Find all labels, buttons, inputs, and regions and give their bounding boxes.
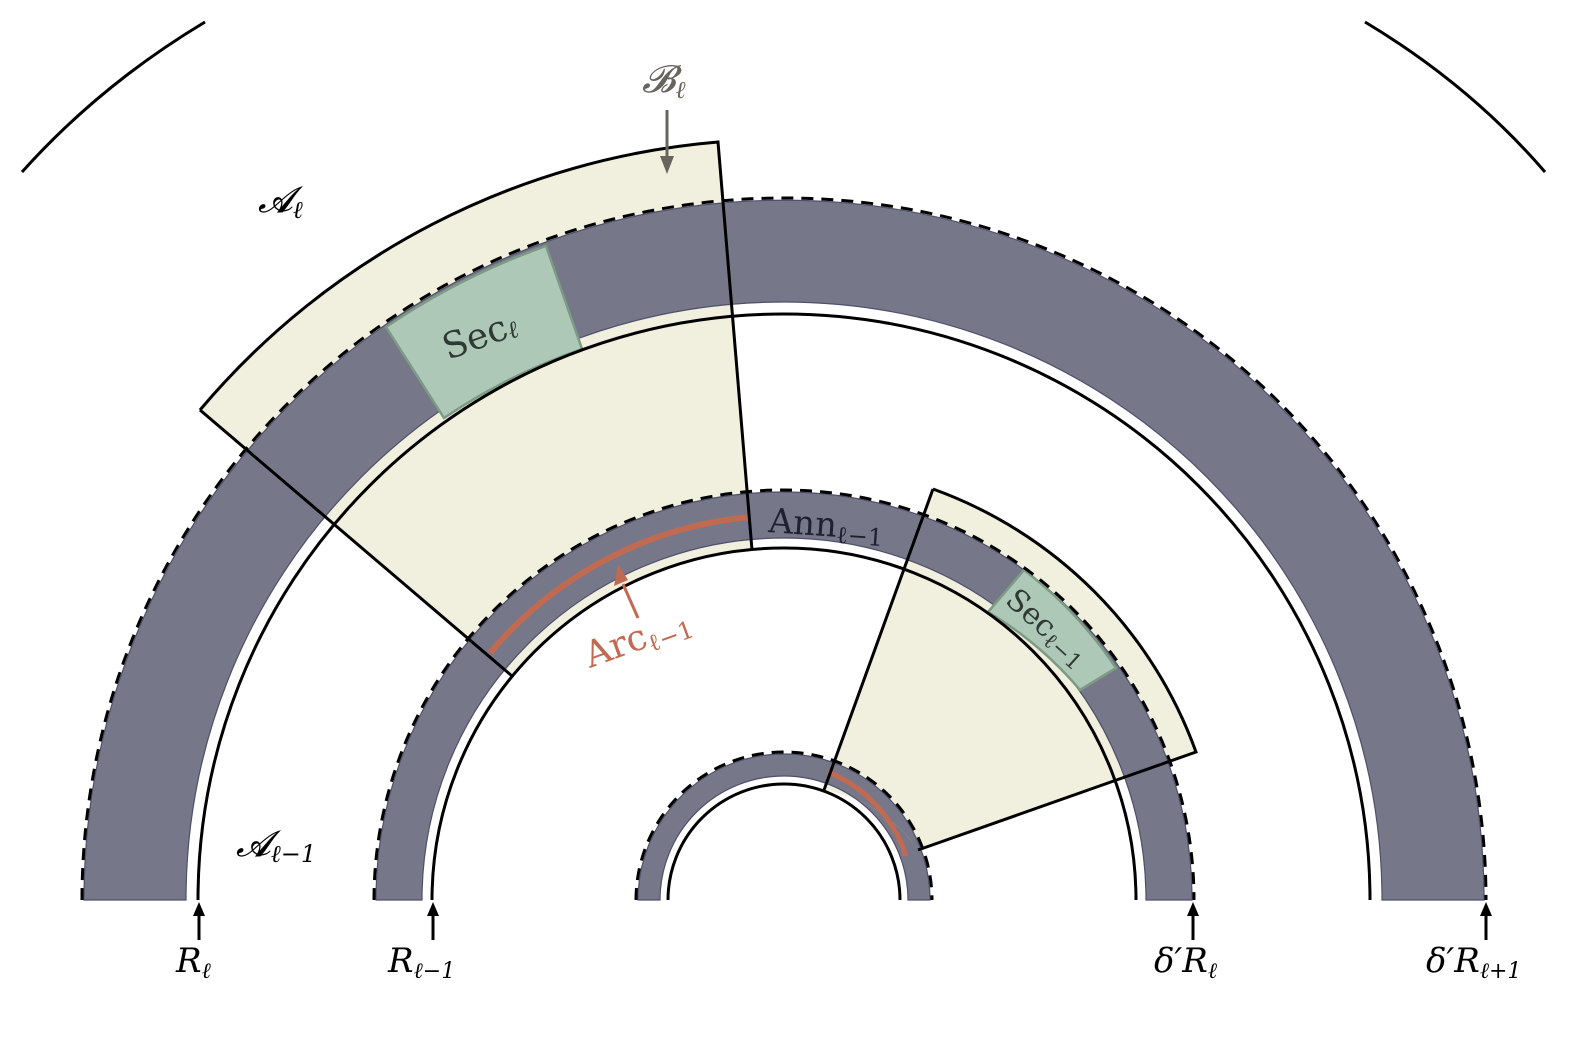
sector-B-ell-outline — [198, 140, 754, 678]
B-ell-arrowhead — [660, 156, 674, 174]
dashed-circle-inner — [634, 750, 934, 901]
outer-boundary-arc-right — [1364, 20, 1547, 173]
outer-boundary-arc-left — [20, 20, 206, 174]
arc-inner — [827, 769, 909, 857]
label-delta-R-ell-plus-1: δ′Rℓ+1 — [1426, 941, 1521, 984]
sector-small-outline — [822, 487, 1198, 852]
annulus-outer-band — [83, 199, 1485, 901]
arc-arrow-line — [621, 583, 640, 619]
label-A-ell: 𝓐ℓ — [258, 180, 304, 224]
label-B-ell: 𝓑ℓ — [642, 57, 686, 104]
radius-arrows — [193, 902, 1492, 940]
arc-arrowhead — [614, 564, 628, 586]
sector-B-ell-minus-1 — [824, 489, 1196, 850]
sec-ell-region — [384, 244, 584, 420]
solid-circle-inner — [666, 782, 902, 901]
label-R-ell: Rℓ — [175, 941, 212, 984]
solid-circle-R-ell — [196, 312, 1372, 901]
label-delta-R-ell: δ′Rℓ — [1154, 941, 1218, 984]
sec-ell-minus-1-region — [986, 568, 1118, 692]
dashed-circle-outer — [80, 196, 1488, 901]
label-A-ell-minus-1: 𝓐ℓ−1 — [236, 824, 316, 868]
arc-ell-minus-1 — [487, 514, 751, 655]
solid-circle-R-ell-minus-1 — [430, 546, 1138, 901]
label-R-ell-minus-1: Rℓ−1 — [387, 941, 455, 984]
dashed-circle-middle — [372, 488, 1196, 901]
label-Ann-ell-minus-1: Annℓ−1 — [766, 501, 885, 552]
label-Arc-ell-minus-1: Arcℓ−1 — [578, 600, 698, 679]
